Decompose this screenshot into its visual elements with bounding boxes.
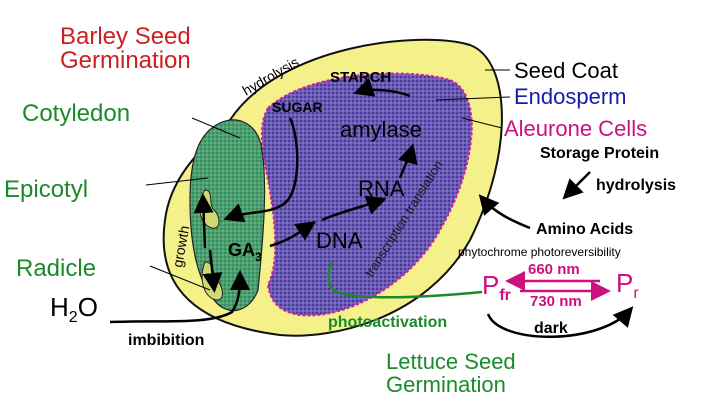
storage-protein-label: Storage Protein [540, 145, 659, 162]
arrow-sugar-to-embryo [223, 117, 299, 223]
arrow-aminoacids-to-seed [478, 194, 531, 230]
arrow-growth-up [193, 193, 214, 249]
arrow-dna-to-rna [321, 195, 387, 222]
arrow-growth-down [202, 249, 223, 293]
barley-title-line2: Germination [60, 47, 191, 74]
endosperm-label: Endosperm [514, 84, 627, 109]
barley-title-line1: Barley Seed [60, 23, 191, 50]
nm730-label: 730 nm [530, 293, 582, 310]
arrow-water-imbibition [109, 270, 250, 324]
pointer-epicotyl [145, 177, 209, 186]
radicle-label: Radicle [16, 255, 96, 282]
photoactivation-label: photoactivation [328, 314, 447, 331]
photoactivation-curve [327, 261, 483, 299]
phytochrome-header: phytochrome photoreversibility [458, 245, 621, 259]
pointer-aleurone [461, 117, 503, 129]
arrow-dark-reversion [486, 306, 634, 338]
lettuce-title-line1: Lettuce Seed [386, 349, 516, 374]
sugar-label: SUGAR [272, 99, 323, 115]
amino-acids-label: Amino Acids [536, 221, 633, 238]
pr-label: Pr [616, 268, 639, 302]
lettuce-title-line2: Germination [386, 372, 506, 397]
nm660-label: 660 nm [528, 261, 580, 278]
growth-label: growth [169, 224, 192, 268]
dna-label: DNA [316, 228, 363, 253]
seed-coat-label: Seed Coat [514, 58, 618, 83]
epicotyl-label: Epicotyl [4, 176, 88, 203]
pointer-radicle [149, 265, 211, 291]
aleurone-label: Aleurone Cells [504, 116, 647, 141]
arrow-ga-to-aleurone [269, 221, 317, 248]
water-label: H2O [50, 292, 98, 326]
pfr-label: Pfr [482, 270, 511, 304]
pointer-cotyledon [191, 117, 241, 139]
hydrolysis-label: hydrolysis [596, 177, 676, 194]
ga3-label: GA3 [228, 240, 262, 264]
amylase-label: amylase [340, 117, 422, 142]
starch-label: STARCH [330, 69, 391, 86]
pointer-endosperm [435, 96, 511, 101]
arrow-starch-to-sugar [353, 77, 411, 98]
dark-label: dark [534, 320, 568, 337]
arrow-rna-to-amylase [398, 143, 418, 179]
arrow-protein-hydrolysis [562, 171, 591, 200]
rna-label: RNA [358, 176, 405, 201]
imbibition-label: imbibition [128, 332, 204, 349]
cotyledon-label: Cotyledon [22, 100, 130, 127]
